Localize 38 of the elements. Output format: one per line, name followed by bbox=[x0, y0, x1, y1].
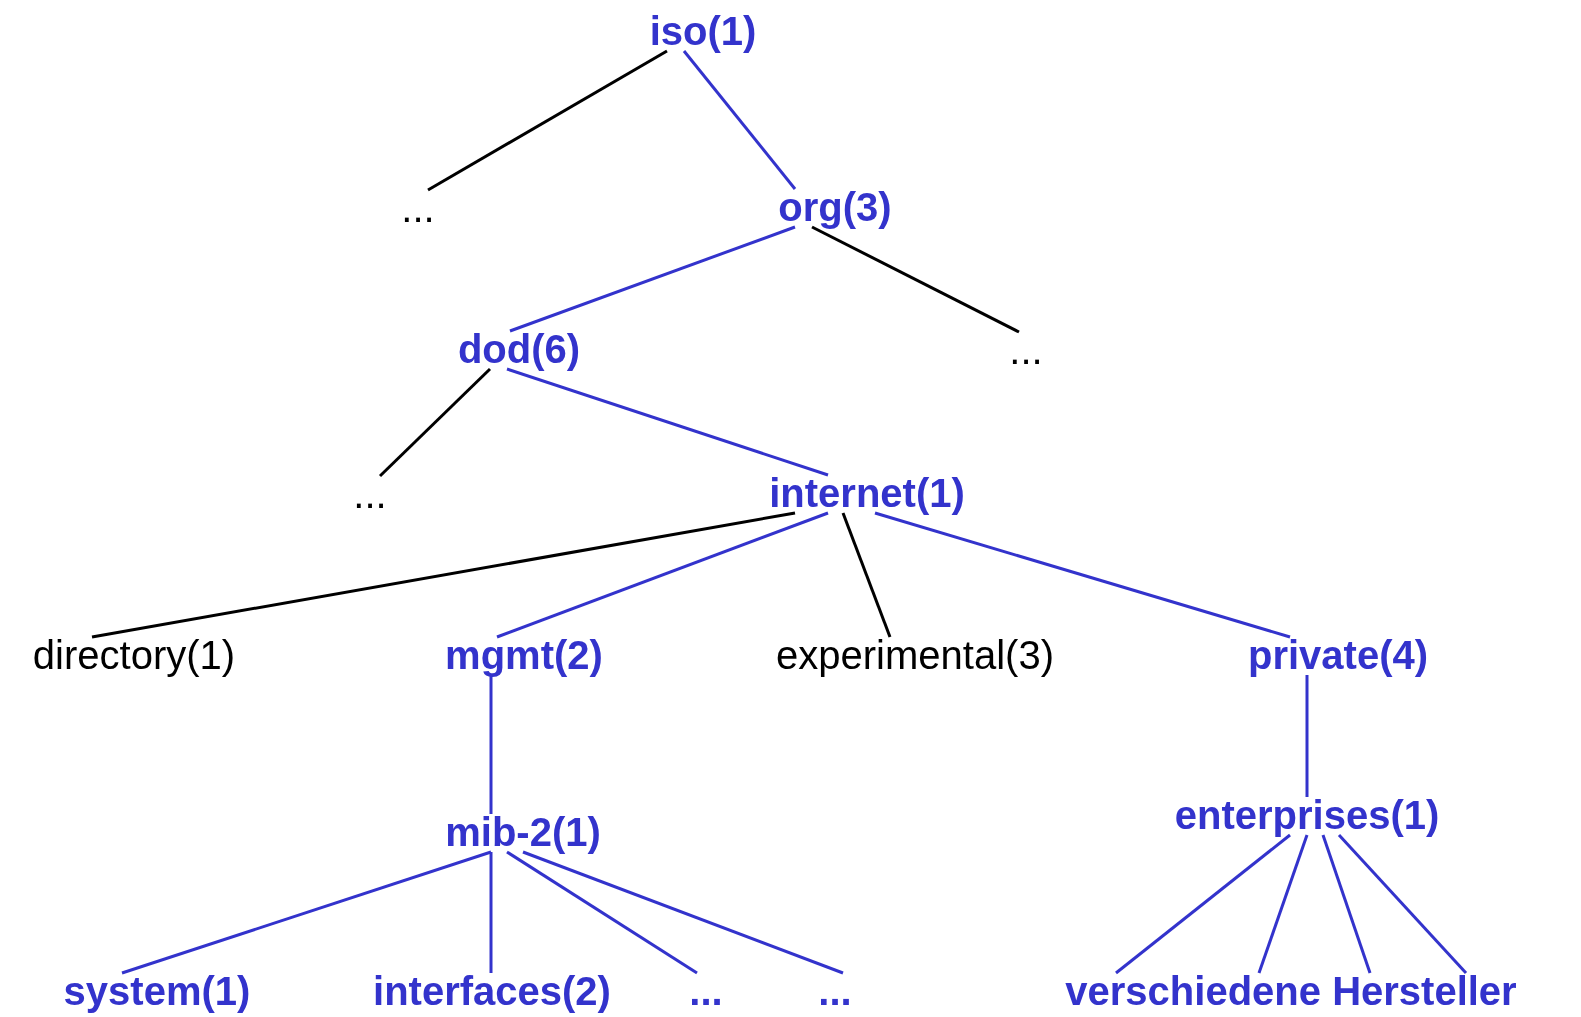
tree-node-label: verschiedene Hersteller bbox=[1065, 969, 1517, 1013]
tree-node-label: mib-2(1) bbox=[445, 810, 601, 854]
tree-branch-line bbox=[522, 850, 844, 975]
tree-branch-line bbox=[427, 49, 668, 192]
tree-branch-line bbox=[91, 511, 796, 639]
tree-branch-line bbox=[489, 675, 493, 814]
tree-branch-line bbox=[682, 50, 797, 190]
tree-node-label: experimental(3) bbox=[776, 633, 1054, 677]
tree-branch-line bbox=[506, 850, 698, 975]
tree-node-label: internet(1) bbox=[769, 471, 965, 515]
tree-node-label: ... bbox=[401, 186, 435, 230]
tree-node-label: interfaces(2) bbox=[373, 969, 611, 1013]
tree-branch-line bbox=[121, 850, 492, 975]
tree-node-label: system(1) bbox=[63, 969, 251, 1013]
tree-branch-line bbox=[1257, 834, 1309, 974]
tree-branch-line bbox=[509, 225, 796, 333]
tree-branch-line bbox=[1305, 675, 1309, 797]
tree-branch-line bbox=[874, 511, 1291, 639]
tree-node-label: mgmt(2) bbox=[445, 633, 603, 677]
tree-branch-line bbox=[841, 512, 892, 638]
tree-node-label: ... bbox=[689, 969, 723, 1013]
tree-branch-line bbox=[378, 367, 492, 478]
tree-branch-line bbox=[1115, 833, 1291, 975]
tree-node-label: private(4) bbox=[1247, 633, 1429, 677]
tree-node-label: iso(1) bbox=[649, 9, 757, 53]
tree-branch-line bbox=[811, 225, 1020, 334]
tree-node-label: directory(1) bbox=[32, 633, 236, 677]
tree-node-label: ... bbox=[353, 472, 387, 516]
tree-branch-line bbox=[506, 367, 829, 477]
tree-node-label: ... bbox=[1009, 328, 1043, 372]
tree-branch-line bbox=[489, 852, 493, 973]
tree-branch-line bbox=[496, 511, 829, 639]
tree-node-label: enterprises(1) bbox=[1174, 793, 1440, 837]
tree-branch-line bbox=[1337, 834, 1468, 974]
tree-node-label: ... bbox=[818, 969, 852, 1013]
tree-node-label: org(3) bbox=[778, 185, 892, 229]
tree-node-label: dod(6) bbox=[457, 327, 581, 371]
tree-branch-line bbox=[1321, 834, 1372, 974]
